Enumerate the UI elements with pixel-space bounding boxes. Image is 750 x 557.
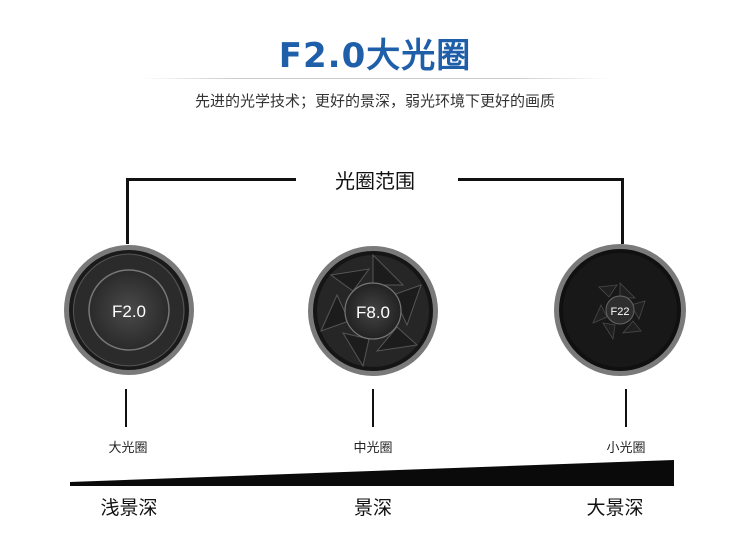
depth-of-field-wedge <box>70 460 674 486</box>
aperture-lens-small: F22 <box>554 244 686 376</box>
caption-medium-aperture: 中光圈 <box>353 441 393 456</box>
lens-tick-small <box>625 389 627 427</box>
aperture-lens-medium: F8.0 <box>308 246 438 376</box>
caption-small-aperture: 小光圈 <box>606 441 646 456</box>
lens-tick-medium <box>372 389 374 427</box>
title-divider <box>140 78 610 79</box>
fstop-label-medium: F8.0 <box>356 303 390 322</box>
bracket-right-vertical <box>621 178 624 244</box>
lens-tick-large <box>125 389 127 427</box>
bracket-left-horizontal <box>126 178 296 181</box>
depth-label-shallow: 浅景深 <box>100 497 158 519</box>
aperture-lens-large: F2.0 <box>64 245 194 375</box>
bracket-right-horizontal <box>458 178 624 181</box>
page-title: F2.0大光圈 <box>278 36 472 76</box>
depth-label-medium: 景深 <box>353 497 392 519</box>
aperture-range-label: 光圈范围 <box>335 169 415 193</box>
depth-label-deep: 大景深 <box>586 497 644 519</box>
fstop-label-large: F2.0 <box>112 302 146 321</box>
bracket-left-vertical <box>126 178 129 244</box>
fstop-label-small: F22 <box>611 306 630 318</box>
caption-large-aperture: 大光圈 <box>108 441 148 456</box>
page-subtitle: 先进的光学技术；更好的景深，弱光环境下更好的画质 <box>194 92 555 110</box>
